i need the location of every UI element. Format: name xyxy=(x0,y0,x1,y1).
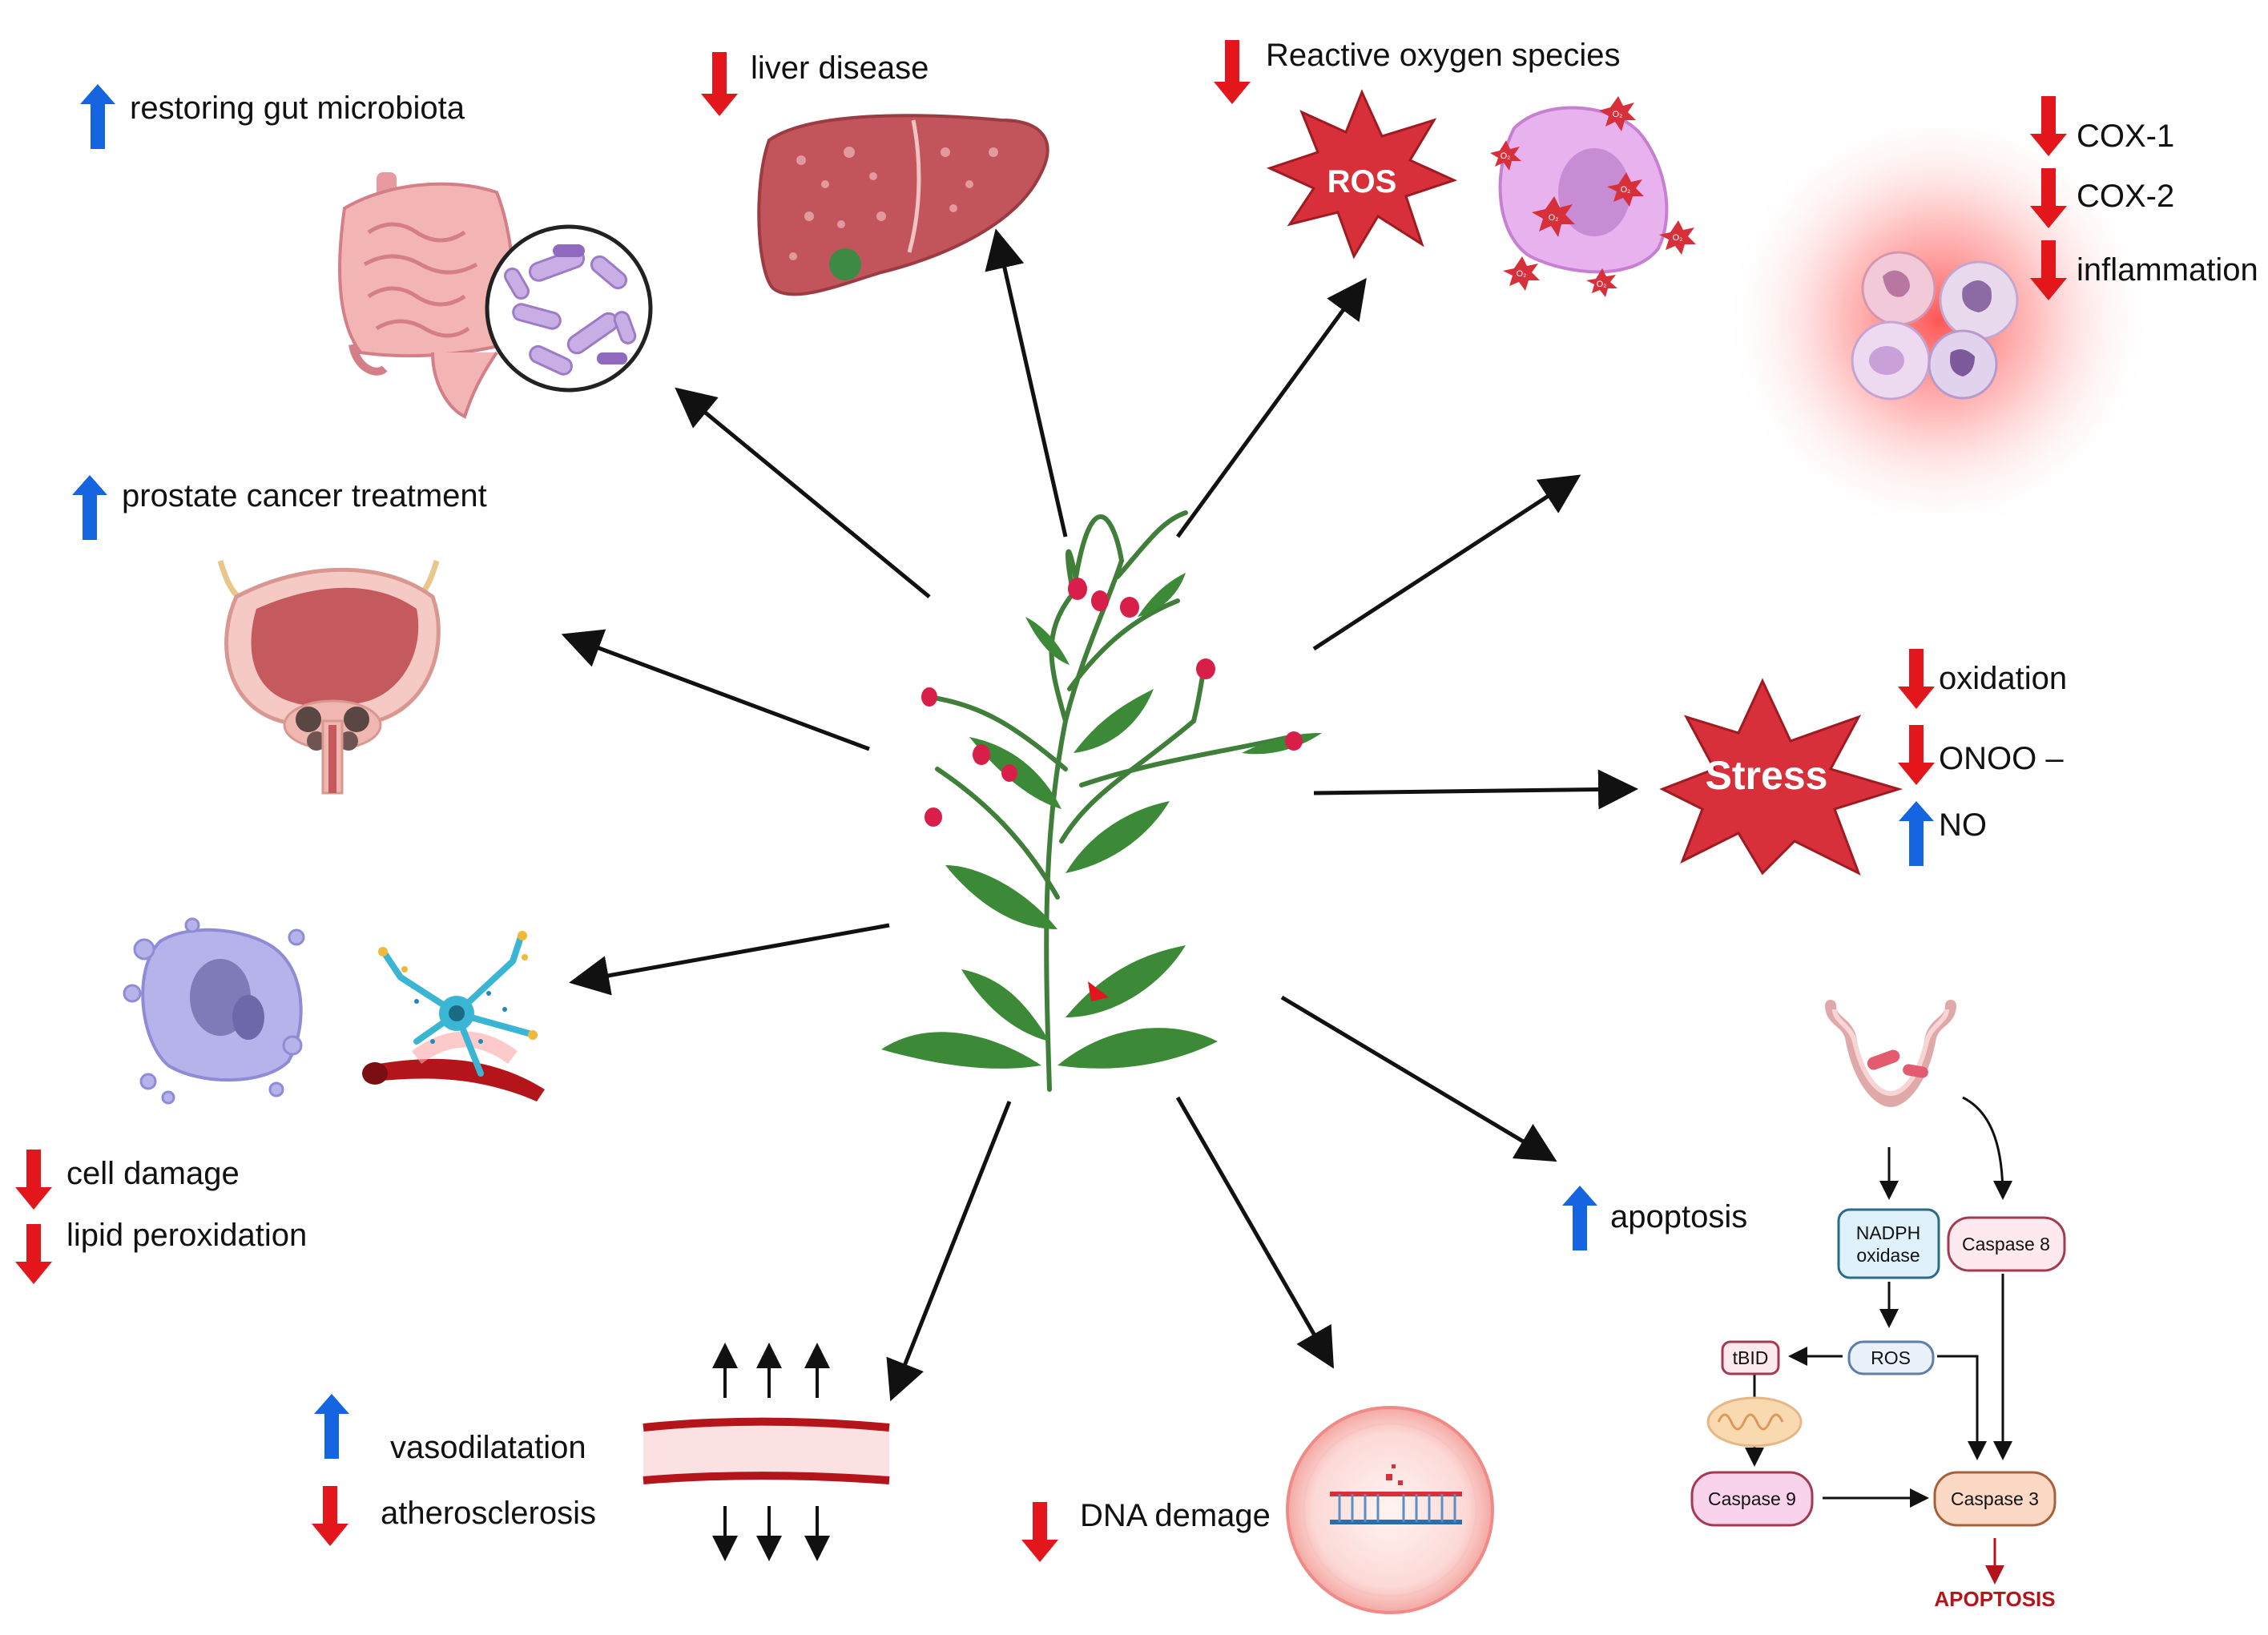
gut-microbiota-group: restoring gut microbiota xyxy=(80,84,653,419)
svg-text:ROS: ROS xyxy=(1871,1347,1911,1368)
svg-text:Caspase 3: Caspase 3 xyxy=(1951,1488,2039,1509)
immune-cells-icon xyxy=(1851,251,2019,401)
prostate-label: prostate cancer treatment xyxy=(122,478,487,513)
down-arrow-icon xyxy=(1021,1502,1058,1562)
caspase9-box: Caspase 9 xyxy=(1690,1471,1814,1527)
oxidation-label: oxidation xyxy=(1939,661,2067,696)
arrow-to-dna xyxy=(1175,1096,1334,1369)
up-arrow-icon xyxy=(314,1394,349,1459)
damaged-cell-icon xyxy=(123,917,305,1105)
svg-text:O₂: O₂ xyxy=(1621,185,1631,195)
svg-text:O₂: O₂ xyxy=(1517,269,1527,279)
ros-burst-label: ROS xyxy=(1327,164,1397,199)
up-arrow-icon xyxy=(72,475,107,540)
caspase8-box: Caspase 8 xyxy=(1947,1216,2066,1272)
up-arrow-icon xyxy=(1899,801,1934,866)
svg-text:O₂: O₂ xyxy=(1613,110,1623,119)
ros-title-label: Reactive oxygen species xyxy=(1266,38,1620,73)
inflammation-group: COX-1 COX-2 inflammation xyxy=(1722,96,2258,537)
down-arrow-icon xyxy=(701,52,738,116)
stress-burst-label: Stress xyxy=(1706,753,1828,798)
cox2-label: COX-2 xyxy=(2077,179,2174,214)
no-label: NO xyxy=(1939,807,1987,843)
neuron-vessel-icon xyxy=(362,931,545,1101)
vessel-expansion-arrows xyxy=(712,1343,830,1561)
svg-text:O₂: O₂ xyxy=(1501,151,1511,161)
mitochondria-icon xyxy=(1706,1396,1803,1448)
endosome-icon xyxy=(1825,1000,1956,1108)
svg-text:Caspase 9: Caspase 9 xyxy=(1708,1488,1796,1509)
cox1-label: COX-1 xyxy=(2077,119,2174,154)
bladder-icon xyxy=(217,560,441,795)
arrow-to-ros xyxy=(1175,277,1367,538)
arrow-to-prostate xyxy=(561,629,870,751)
central-plant xyxy=(881,510,1322,1092)
dna-group: DNA demage xyxy=(1021,1406,1494,1614)
down-arrow-icon xyxy=(15,1224,52,1284)
cell-with-oxygen-icon: O₂ O₂ O₂ O₂ O₂ O₂ O₂ xyxy=(1490,96,1696,297)
svg-text:Caspase 8: Caspase 8 xyxy=(1962,1234,2050,1254)
stress-group: Stress oxidation ONOO – NO xyxy=(1659,649,2067,876)
arrow-to-cells xyxy=(569,923,890,996)
down-arrow-icon xyxy=(15,1150,52,1210)
up-arrow-icon xyxy=(1562,1186,1597,1250)
onoo-label: ONOO – xyxy=(1939,741,2064,776)
stress-burst-icon xyxy=(1659,678,1903,876)
down-arrow-icon xyxy=(1898,725,1935,785)
nadph-oxidase-box: NADPH oxidase xyxy=(1837,1208,1940,1279)
down-arrow-icon xyxy=(2030,168,2067,228)
svg-text:tBID: tBID xyxy=(1733,1347,1769,1368)
svg-text:NADPH: NADPH xyxy=(1856,1222,1921,1243)
caspase3-box: Caspase 3 xyxy=(1933,1471,2057,1527)
atherosclerosis-label: atherosclerosis xyxy=(381,1496,596,1531)
inflammation-label: inflammation xyxy=(2077,252,2258,288)
arrow-to-apoptosis xyxy=(1280,995,1557,1162)
gut-label: restoring gut microbiota xyxy=(130,91,465,126)
apoptosis-group: apoptosis NADPH oxidase Caspase 8 xyxy=(1562,1000,2066,1611)
bacteria-magnify-icon xyxy=(485,224,653,393)
svg-text:O₂: O₂ xyxy=(1673,233,1683,243)
arrow-to-liver xyxy=(985,228,1068,538)
cell-damage-label: cell damage xyxy=(66,1156,240,1191)
vessel-group: vasodilatation atherosclerosis xyxy=(312,1343,890,1561)
dna-cell-icon xyxy=(1286,1406,1494,1614)
tbid-box: tBID xyxy=(1721,1340,1780,1375)
down-arrow-icon xyxy=(312,1486,348,1546)
cell-damage-group: cell damage lipid peroxidation xyxy=(15,917,545,1284)
prostate-group: prostate cancer treatment xyxy=(72,475,487,795)
ros-burst-icon xyxy=(1266,89,1458,260)
liver-group: liver disease xyxy=(701,50,1049,296)
apoptosis-label: apoptosis xyxy=(1610,1199,1747,1234)
svg-text:oxidase: oxidase xyxy=(1856,1245,1920,1266)
ros-box: ROS xyxy=(1847,1340,1935,1375)
down-arrow-icon xyxy=(1898,649,1935,709)
dna-label: DNA demage xyxy=(1080,1498,1271,1533)
vasodilatation-label: vasodilatation xyxy=(390,1430,586,1465)
down-arrow-icon xyxy=(2030,240,2067,300)
svg-text:O₂: O₂ xyxy=(1597,280,1607,289)
inflammation-glow xyxy=(1722,104,2155,537)
liver-icon xyxy=(757,114,1049,296)
liver-label: liver disease xyxy=(751,50,929,86)
intestine-icon xyxy=(338,172,515,419)
up-arrow-icon xyxy=(80,84,115,149)
svg-text:O₂: O₂ xyxy=(1549,213,1559,223)
radial-arrows xyxy=(561,228,1638,1402)
apoptosis-result-label: APOPTOSIS xyxy=(1934,1587,2055,1611)
down-arrow-icon xyxy=(1214,40,1251,104)
ros-group: Reactive oxygen species ROS O₂ O₂ O₂ O₂ … xyxy=(1214,38,1696,297)
down-arrow-icon xyxy=(2030,96,2067,156)
lipid-label: lipid peroxidation xyxy=(66,1218,307,1253)
blood-vessel-icon xyxy=(643,1417,890,1484)
arrow-to-vessel xyxy=(886,1101,1012,1402)
pathway-arrows xyxy=(1745,1096,2012,1508)
arrow-to-stress xyxy=(1313,769,1638,810)
arrow-to-inflammation xyxy=(1312,474,1581,651)
arrow-to-gut xyxy=(675,387,931,598)
